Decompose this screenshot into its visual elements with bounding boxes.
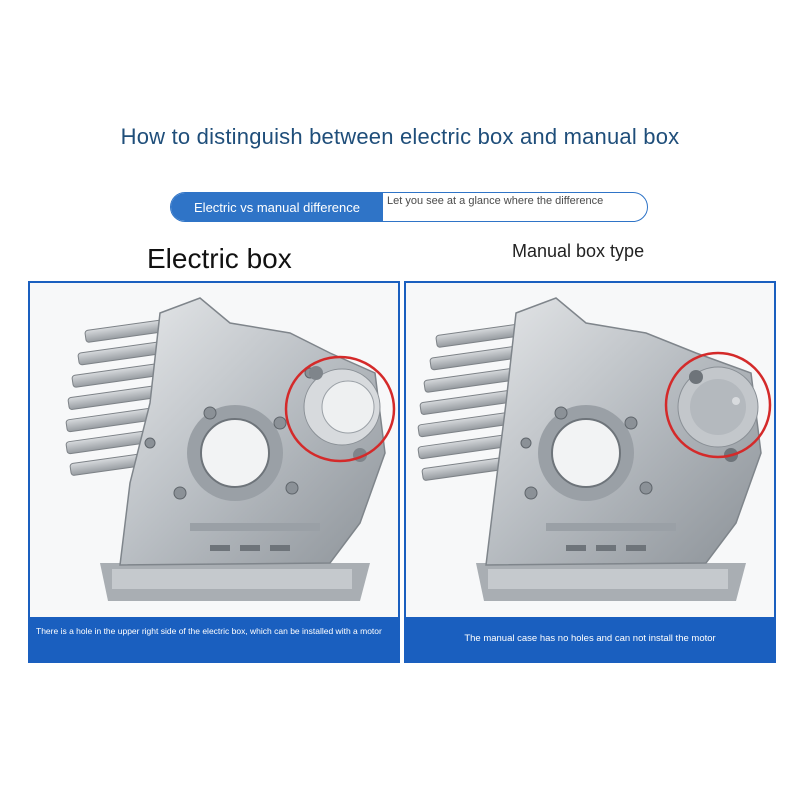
comparison-banner: Electric vs manual difference Let you se…	[170, 192, 648, 222]
manual-box-engine-image	[406, 283, 774, 617]
electric-box-caption: There is a hole in the upper right side …	[30, 617, 398, 661]
manual-box-caption: The manual case has no holes and can not…	[406, 617, 774, 661]
page-title: How to distinguish between electric box …	[120, 124, 680, 149]
electric-box-label: Electric box	[147, 243, 292, 274]
electric-box-engine-image	[30, 283, 398, 617]
banner-right-label: Let you see at a glance where the differ…	[387, 195, 604, 207]
highlight-circle	[664, 351, 772, 459]
banner-left-label: Electric vs manual difference	[171, 193, 383, 221]
electric-box-panel: There is a hole in the upper right side …	[28, 281, 400, 663]
manual-box-label: Manual box type	[512, 241, 645, 261]
manual-box-panel: The manual case has no holes and can not…	[404, 281, 776, 663]
highlight-circle	[284, 355, 396, 463]
